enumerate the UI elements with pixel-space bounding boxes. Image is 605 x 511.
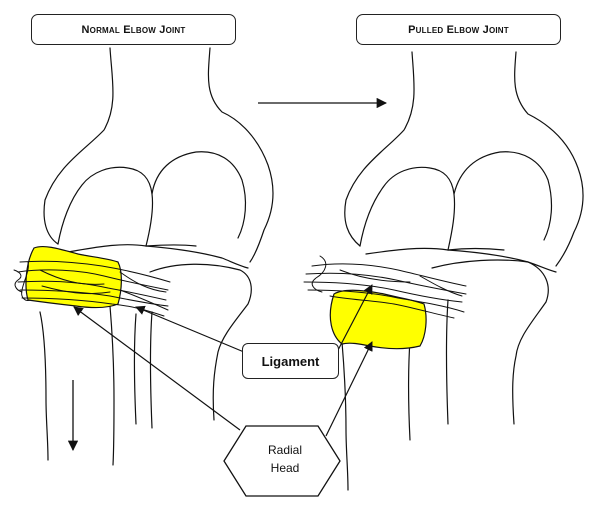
trochlea-outline [359,166,456,251]
radial-head-label-line2: Head [270,461,300,475]
title-pulled-elbow: Pulled Elbow Joint [356,14,561,45]
radius-left-edge [341,341,349,491]
ulna-inner [445,299,449,425]
radial-head-pointer-right [325,341,373,437]
ulna-left-edge [133,313,137,425]
humerus-outline-left [43,47,114,245]
radial-head-label: Radial Head [246,441,324,477]
ligament-pointer-right [336,284,373,353]
title-normal-elbow: Normal Elbow Joint [31,14,236,45]
radial-head-label-hexagon [223,425,341,497]
condyle-base [365,247,557,273]
radius-right-edge [109,305,115,466]
trochlea-outline [57,166,154,247]
normal-elbow [39,47,274,466]
capitulum-outline [453,151,553,241]
ligament-normal [13,260,171,317]
ulna-outline [149,263,252,421]
ligament-label: Ligament [242,343,339,379]
olecranon-line [145,244,197,247]
radial-head-normal [25,245,122,309]
radial-head-pointer-left [73,306,241,431]
ligament-pulled [303,255,467,319]
radial-head-pulled [329,289,427,350]
olecranon-line [447,247,505,251]
capitulum-outline [151,151,247,239]
ulna-inner [149,311,153,429]
humerus-outline-left [344,51,415,247]
pulled-elbow [341,51,584,491]
humerus-outline-right [207,47,274,263]
ulna-outline [431,259,549,425]
radial-head-label-line1: Radial [267,443,303,457]
humerus-outline-right [514,51,584,267]
radius-left-edge [39,311,49,461]
ulna-left-edge [407,339,411,441]
condyle-base [67,244,249,269]
ligament-pointer-left [135,305,245,353]
